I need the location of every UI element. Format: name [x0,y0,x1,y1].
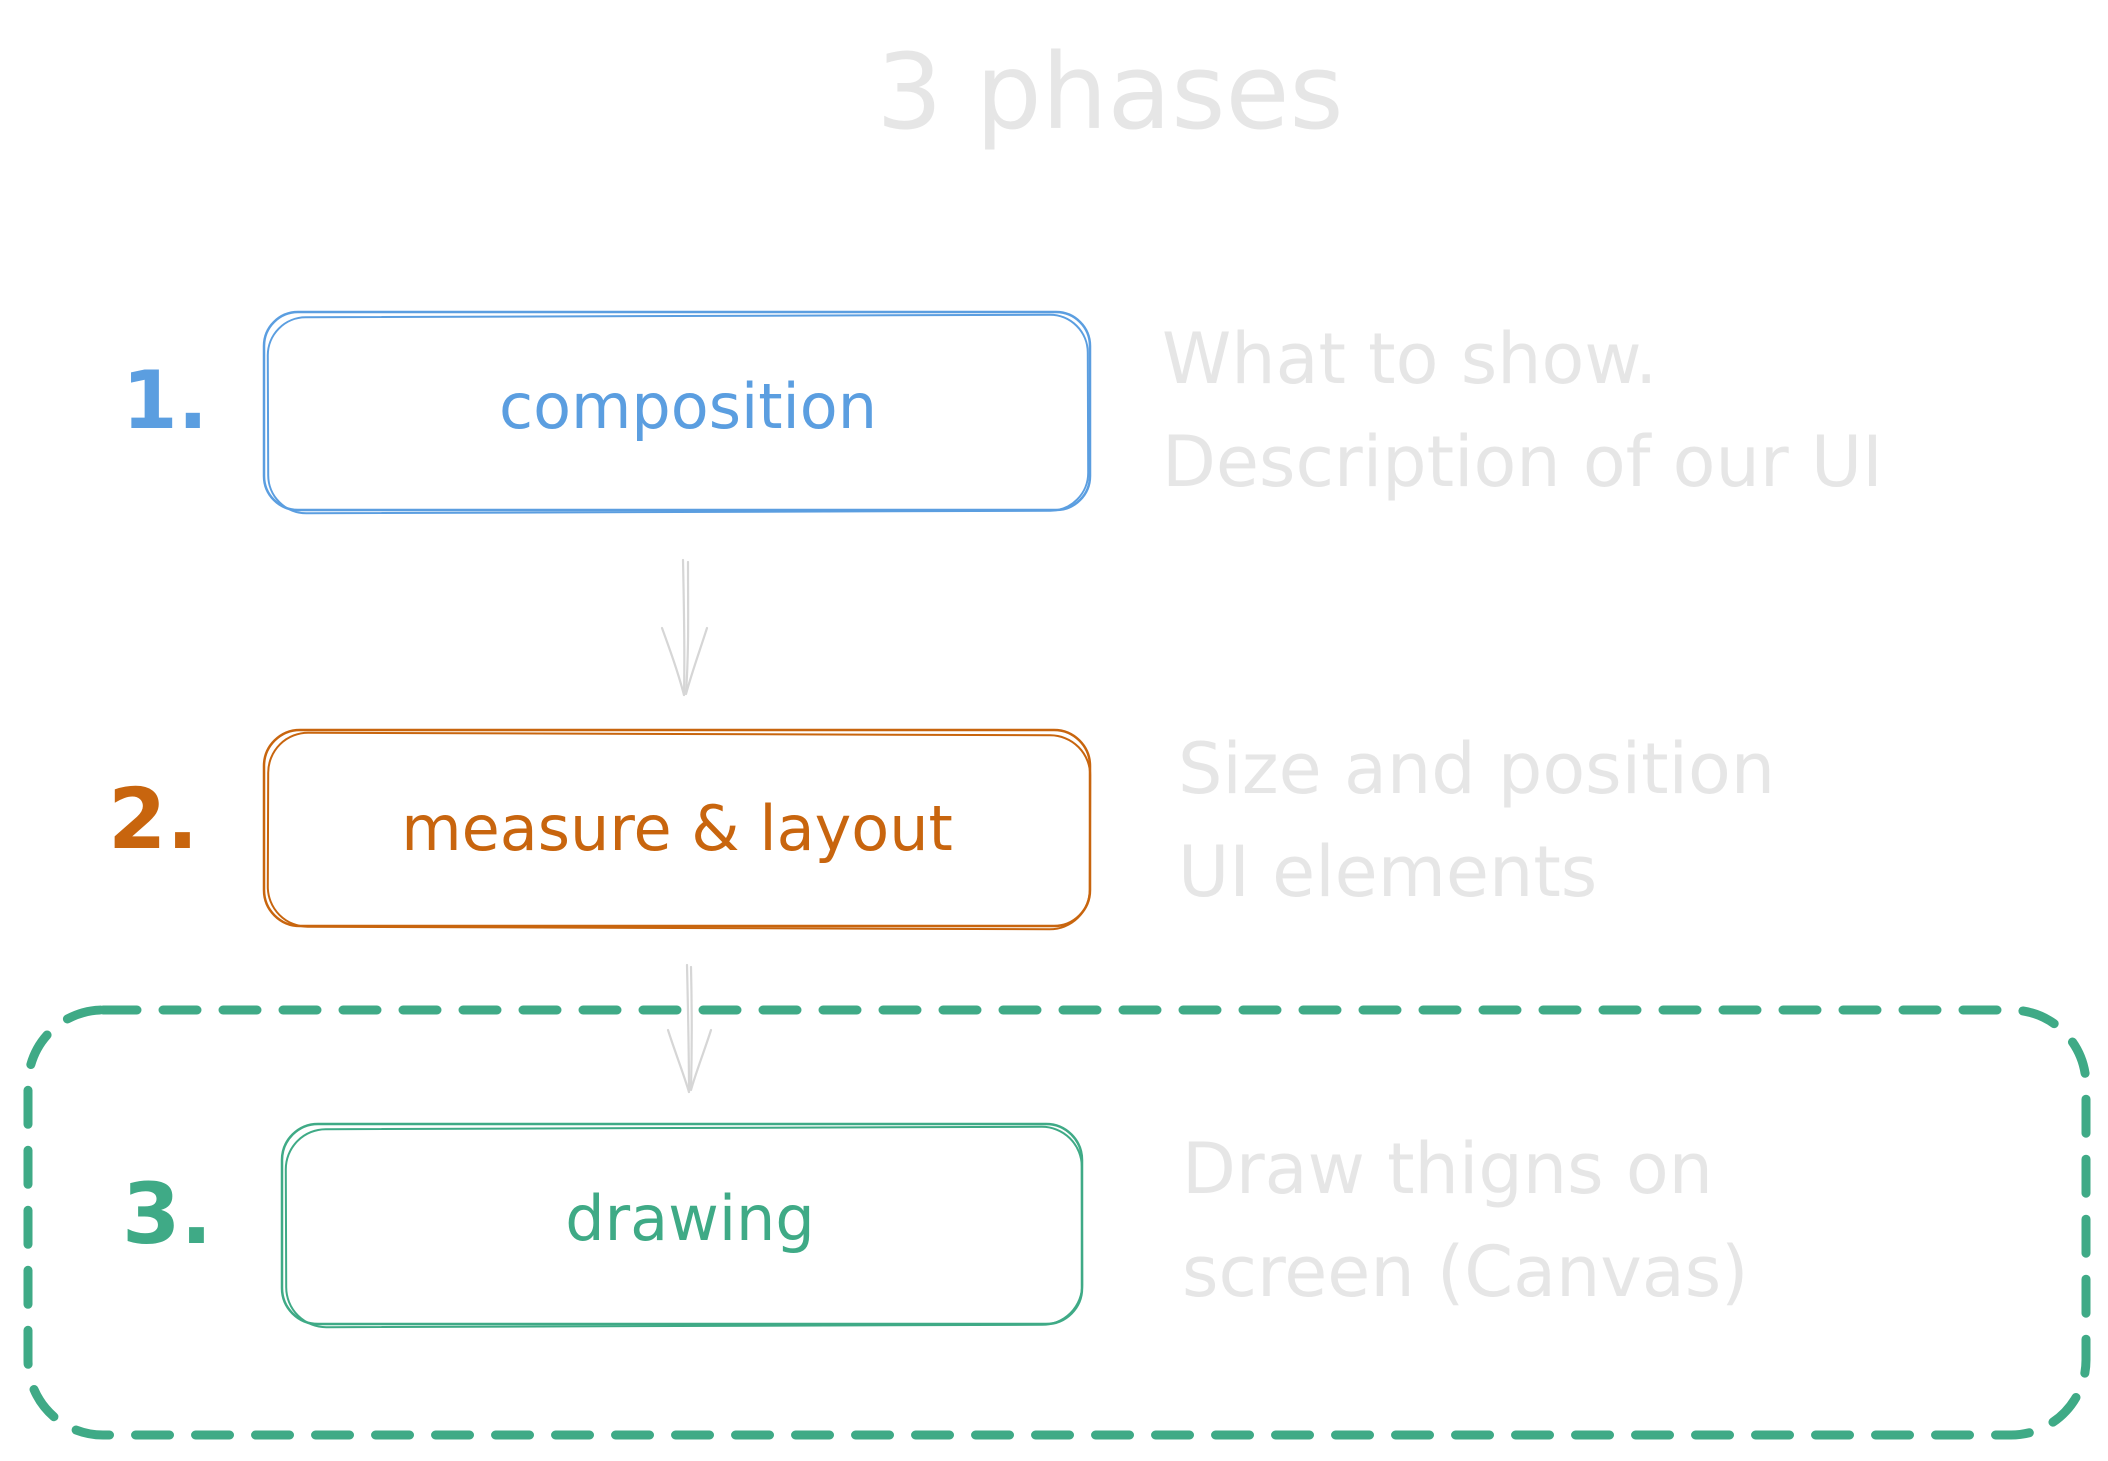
phase-number-3: 3. [122,1165,212,1263]
highlight-frame [23,1005,2091,1440]
phase-box-composition [262,310,1092,512]
phase-measure-layout: 2. measure & layout Size and position UI… [108,728,1775,931]
phase-composition: 1. composition What to show. Description… [122,310,1883,515]
phase-description-composition-line1: What to show. [1162,318,1657,400]
arrow-layout-to-drawing [666,963,713,1094]
phase-number-2: 2. [108,770,198,868]
phase-label-composition: composition [499,370,877,443]
phase-box-composition-sketch [266,313,1090,515]
phase-drawing: 3. drawing Draw thigns on screen (Canvas… [122,1122,1749,1329]
phase-description-composition-line2: Description of our UI [1162,421,1883,503]
phase-box-drawing-sketch [284,1125,1084,1329]
phase-description-drawing-line2: screen (Canvas) [1182,1231,1749,1313]
phase-label-drawing: drawing [565,1182,814,1255]
phase-description-drawing-line1: Draw thigns on [1182,1128,1713,1210]
phase-description-layout-line1: Size and position [1178,728,1775,810]
diagram-title: 3 phases [876,31,1343,153]
phase-number-1: 1. [122,354,208,447]
phase-label-measure-layout: measure & layout [401,792,953,865]
phase-box-measure-layout-sketch [266,731,1092,931]
phase-description-layout-line2: UI elements [1178,831,1597,913]
arrow-composition-to-layout [660,558,709,697]
